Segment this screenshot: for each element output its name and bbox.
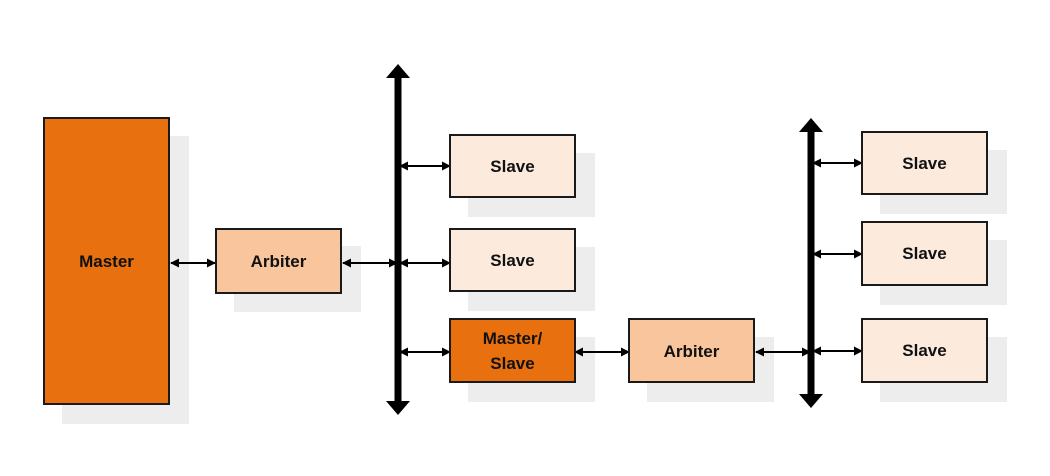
master-slave-label-line2: Slave (490, 354, 534, 373)
slave-2-label: Slave (490, 251, 534, 270)
slave-box-5: Slave (861, 318, 988, 383)
slave-box-2: Slave (449, 228, 576, 292)
slave-1-label: Slave (490, 157, 534, 176)
arbiter-2-label: Arbiter (664, 342, 720, 361)
arbiter-box-1: Arbiter (215, 228, 342, 294)
slave-box-1: Slave (449, 134, 576, 198)
arbiter-box-2: Arbiter (628, 318, 755, 383)
master-label: Master (79, 252, 134, 271)
bus-2 (799, 118, 823, 408)
slave-5-label: Slave (902, 341, 946, 360)
master-slave-label-line1: Master/ (483, 329, 543, 348)
slave-box-4: Slave (861, 221, 988, 286)
bus-1 (386, 64, 410, 415)
slave-box-3: Slave (861, 131, 988, 195)
arbiter-1-label: Arbiter (251, 252, 307, 271)
slave-4-label: Slave (902, 244, 946, 263)
connectors (170, 158, 863, 357)
slave-3-label: Slave (902, 154, 946, 173)
master-box: Master (43, 117, 170, 405)
master-slave-box: Master/ Slave (449, 318, 576, 383)
